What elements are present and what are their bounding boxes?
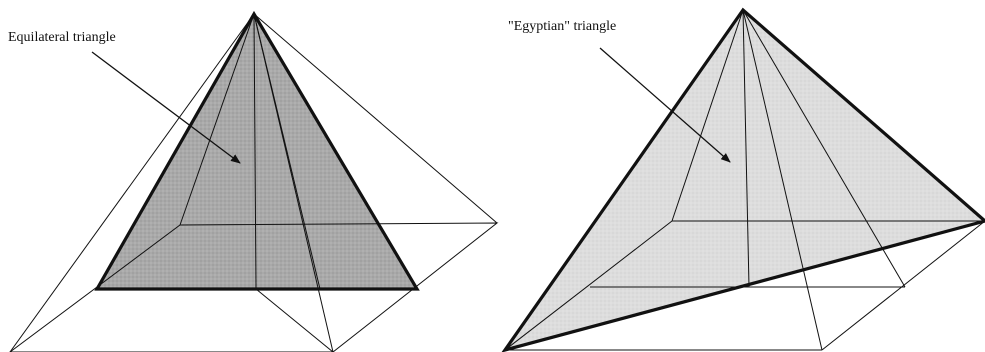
equilateral-triangle-label: Equilateral triangle: [8, 30, 116, 45]
right-inner-line-b: [742, 9, 750, 288]
left-edge-to-front-left: [9, 13, 255, 352]
left-edge-to-right: [253, 13, 498, 224]
left-arrow: [91, 51, 241, 164]
left-inner-line-c: [255, 288, 334, 352]
right-arrow: [599, 47, 731, 163]
right-shaded-face: [505, 10, 985, 350]
egyptian-triangle-label: "Egyptian" triangle: [508, 19, 617, 34]
left-pyramid: [9, 10, 499, 352]
right-inner-line-a: [742, 9, 906, 288]
left-equilateral-triangle: [94, 10, 420, 291]
left-edge-to-back-left: [179, 13, 255, 226]
right-base-right-edge: [821, 220, 985, 351]
right-edge-to-back-left: [671, 9, 744, 222]
right-edge-to-front-right: [742, 9, 823, 351]
left-inner-line-d: [253, 13, 334, 352]
right-base-left-edge: [504, 220, 673, 351]
right-pyramid: [501, 7, 985, 352]
left-shaded-face: [97, 14, 417, 289]
right-egyptian-triangle: [501, 7, 985, 352]
left-inner-line-a: [253, 13, 257, 290]
